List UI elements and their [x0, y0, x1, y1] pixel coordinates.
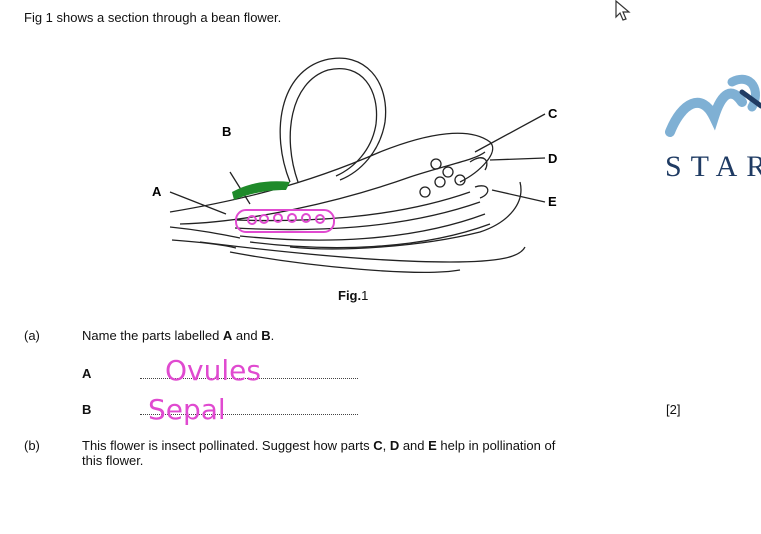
- leader-a: [169, 191, 227, 215]
- caption-fig: Fig.: [338, 288, 362, 303]
- answer-a-letter: A: [82, 366, 92, 381]
- qa-end: .: [270, 328, 275, 343]
- question-a-number: (a): [24, 328, 40, 343]
- answer-b-line[interactable]: [140, 414, 358, 415]
- marks-a: [2]: [666, 402, 681, 417]
- qb-d: D: [389, 438, 400, 453]
- qa-b: B: [261, 328, 271, 343]
- qb-e: E: [428, 438, 437, 453]
- caption-number: 1: [361, 288, 369, 303]
- question-b-text: This flower is insect pollinated. Sugges…: [82, 438, 702, 468]
- logo-text: STAR: [665, 150, 761, 183]
- qb-sep1: ,: [382, 438, 390, 453]
- label-b: B: [222, 124, 231, 139]
- label-a: A: [152, 184, 162, 199]
- answer-a-line[interactable]: [140, 378, 358, 379]
- star-logo-icon: [665, 75, 761, 137]
- qb-line2: this flower.: [82, 453, 144, 468]
- sepal-highlight: [232, 181, 290, 200]
- leader-e: [491, 189, 546, 203]
- question-b-number: (b): [24, 438, 40, 453]
- qb-c: C: [373, 438, 383, 453]
- ovule-highlight: [235, 209, 335, 233]
- leader-d: [489, 157, 546, 161]
- leader-b: [229, 171, 251, 205]
- flower-outline: [169, 57, 546, 273]
- answer-a-handwritten: Ovules: [165, 354, 261, 387]
- qa-a: A: [222, 328, 233, 343]
- label-c: C: [548, 106, 558, 121]
- qb-sep2: and: [399, 438, 429, 453]
- label-e: E: [548, 194, 557, 209]
- qb-end: help in pollination of: [436, 438, 556, 453]
- mouse-cursor-icon: [615, 0, 631, 21]
- answer-b-handwritten: Sepal: [148, 393, 226, 426]
- leader-c: [474, 113, 546, 153]
- figure-caption: Fig.1: [338, 288, 368, 303]
- qb-pre: This flower is insect pollinated. Sugges…: [82, 438, 374, 453]
- answer-b-letter: B: [82, 402, 92, 417]
- qa-mid: and: [232, 328, 262, 343]
- label-d: D: [548, 151, 557, 166]
- intro-text: Fig 1 shows a section through a bean flo…: [24, 10, 282, 25]
- qa-pre: Name the parts labelled: [82, 328, 223, 343]
- bean-flower-diagram: B A C D E: [152, 57, 558, 273]
- question-a-text: Name the parts labelled A and B.: [82, 328, 274, 343]
